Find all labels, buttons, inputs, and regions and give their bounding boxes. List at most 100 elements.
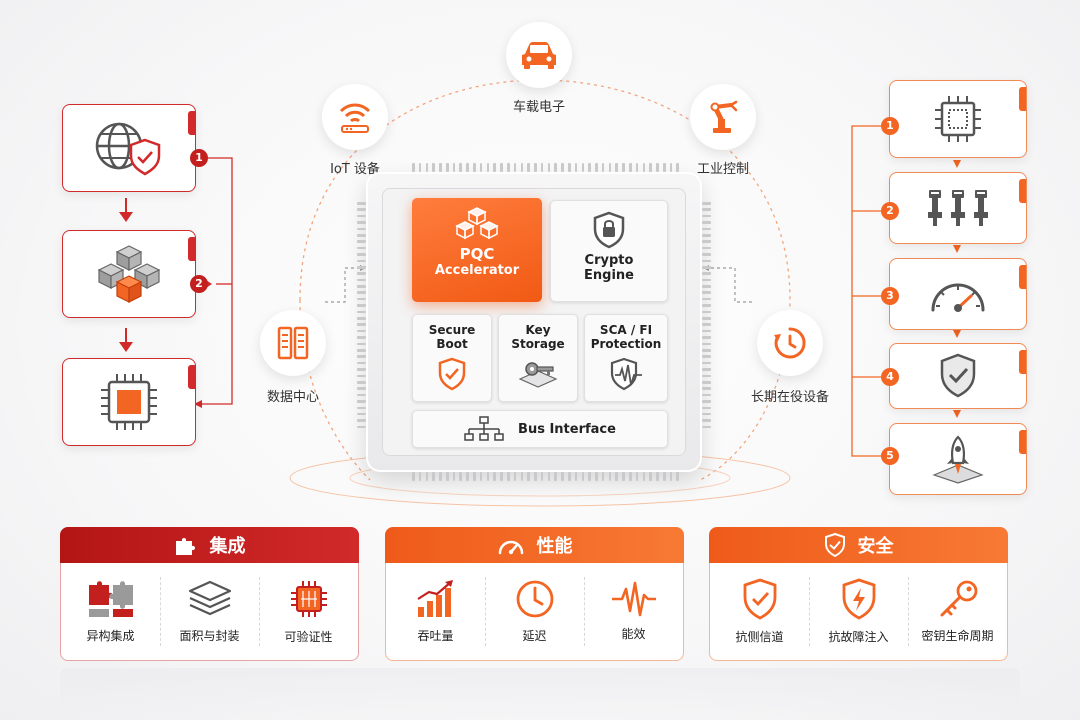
chip-pin [702, 259, 711, 263]
chip-pin [357, 259, 366, 263]
chip-pin [520, 472, 524, 481]
chip-pin [357, 336, 366, 339]
right-card-verified [889, 343, 1027, 409]
chip-pin [493, 472, 496, 481]
chip-pin [445, 163, 449, 172]
car-icon [522, 42, 556, 69]
left-step-2-badge: 2 [190, 275, 208, 293]
key-storage-title: Key [525, 323, 551, 337]
chip-pin [547, 163, 551, 172]
chip-pin [676, 472, 680, 481]
chip-pin [500, 163, 503, 172]
clock-icon [516, 580, 553, 618]
chip-pin [540, 163, 544, 172]
chip-pin [534, 472, 537, 481]
integration-title: 集成 [209, 536, 246, 557]
chip-pins-left [357, 202, 366, 429]
chip-pin [412, 163, 415, 172]
crypto-title: Crypto [584, 253, 634, 268]
secure-boot-title: Secure [428, 323, 476, 337]
chip-pin [452, 472, 456, 481]
chip-pin [702, 368, 711, 371]
chip-pin [479, 472, 483, 481]
chip-pin [601, 163, 605, 172]
right-card-processor [889, 80, 1027, 158]
chip-pin [357, 253, 366, 256]
chip-pin [702, 412, 711, 416]
shield-check-header-icon [824, 533, 845, 557]
chip-pin [445, 472, 449, 481]
left-card-module-cubes [62, 230, 196, 318]
integration-header: 集成 [60, 527, 359, 563]
chip-pin [581, 163, 585, 172]
key-storage-block: Key Storage [498, 314, 578, 402]
chip-pin [702, 400, 711, 403]
performance-panel: 性能 吞吐量 延迟 [385, 527, 684, 661]
item-fault-injection-resistance: 抗故障注入 [809, 563, 908, 660]
chip-pin [357, 348, 366, 352]
chip-pin [425, 163, 429, 172]
chip-pin [702, 406, 711, 410]
right-card-launch [889, 423, 1027, 495]
chip-pin [554, 472, 557, 481]
security-panel: 安全 抗侧信道 抗故障注入 [709, 527, 1008, 661]
chip-pin [702, 323, 711, 327]
chip-pin [540, 472, 544, 481]
chip-pins-top [412, 163, 680, 172]
chip-pin [702, 285, 711, 288]
chip-pin [702, 291, 711, 295]
right-step-2-badge: 2 [881, 202, 899, 220]
chip-pin [702, 227, 711, 231]
app-datacenter: 数据中心 [248, 310, 338, 405]
chip-pin [702, 374, 711, 378]
chip-pin [357, 227, 366, 231]
bus-interface-block: Bus Interface [412, 410, 668, 448]
item-efficiency: 能效 [584, 563, 683, 660]
chip-pin [357, 387, 366, 390]
chip-pin [662, 472, 666, 481]
chip-pin [588, 472, 591, 481]
chip-pin [412, 472, 415, 481]
item-label: 异构集成 [86, 629, 135, 643]
chip-pin [357, 214, 366, 218]
chip-pin [656, 472, 659, 481]
pqc-chip: PQC Accelerator Crypto Engine Secure Boo… [357, 163, 711, 481]
shield-bolt-icon [842, 578, 875, 620]
chip-pin [702, 208, 711, 211]
left-step-1-badge: 1 [190, 149, 208, 167]
chip-pin [702, 387, 711, 390]
chip-pin [357, 304, 366, 307]
chip-pin [432, 472, 435, 481]
chip-pin [702, 221, 711, 224]
item-label: 能效 [621, 627, 646, 641]
chip-pin [608, 163, 612, 172]
chip-pin [702, 214, 711, 218]
chip-pin [622, 163, 625, 172]
chip-pin [595, 163, 598, 172]
chip-pin [357, 272, 366, 275]
app-industrial-label: 工业控制 [696, 162, 749, 177]
shield-check-icon [438, 357, 466, 391]
chip-core-icon [101, 374, 157, 430]
chip-pin [439, 472, 442, 481]
item-heterogeneous-integration: 异构集成 [61, 563, 160, 660]
chip-pin [629, 163, 632, 172]
chip-pin [473, 163, 476, 172]
globe-shield-icon [95, 122, 161, 176]
puzzle-pieces-icon [88, 581, 133, 617]
item-latency: 延迟 [485, 563, 584, 660]
chip-pin [357, 393, 366, 397]
chip-verify-icon [290, 581, 327, 617]
chip-pin [506, 472, 510, 481]
chip-pin [357, 285, 366, 288]
chip-pin [459, 472, 463, 481]
lock-shield-icon [593, 211, 625, 249]
chip-pin [506, 163, 510, 172]
chip-pin [702, 240, 711, 243]
app-automotive: 车载电子 [494, 22, 584, 115]
chip-pin [629, 472, 632, 481]
chip-pin [642, 163, 646, 172]
chip-pin [357, 400, 366, 403]
chip-pin [527, 163, 530, 172]
